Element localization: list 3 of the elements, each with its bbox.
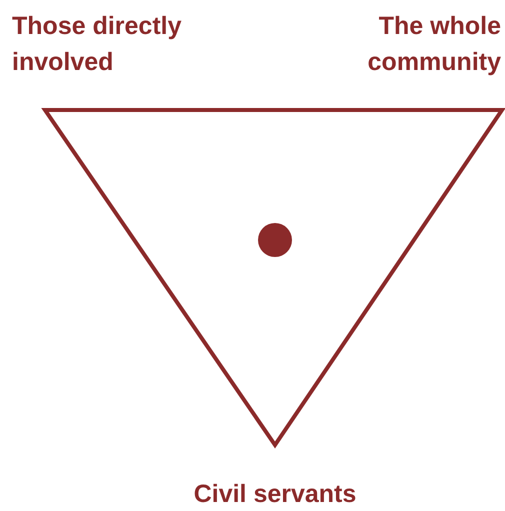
corner-label: Those directly involved (12, 11, 182, 78)
corner-label: Civil servants (192, 479, 358, 510)
corner-label: The whole community (366, 11, 501, 78)
